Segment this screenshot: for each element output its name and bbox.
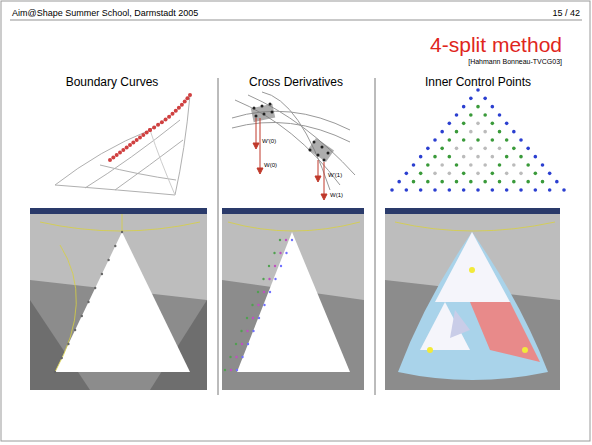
vector-label: W(1)	[330, 192, 343, 198]
column-separator	[375, 78, 376, 395]
control-point-curve	[108, 93, 192, 162]
column-heading: Boundary Curves	[66, 75, 159, 89]
header-text: Aim@Shape Summer School, Darmstadt 2005	[12, 8, 198, 18]
cross-derivative-patches	[251, 103, 334, 201]
screenshot-cross-derivatives	[222, 208, 364, 390]
boundary-curve-figure	[55, 95, 190, 195]
column-separator	[218, 78, 219, 395]
column-heading: Cross Derivatives	[249, 75, 343, 89]
vector-label: W'(0)	[262, 138, 276, 144]
header-rule	[10, 20, 582, 21]
slide-title: 4-split method	[430, 33, 562, 57]
screenshot-boundary	[30, 208, 207, 390]
vector-label: W'(1)	[328, 172, 342, 178]
cross-derivative-figure	[232, 92, 355, 190]
control-point-triangle	[390, 88, 566, 192]
column-heading: Inner Control Points	[425, 75, 531, 89]
vector-label: W(0)	[264, 162, 277, 168]
citation: [Hahmann Bonneau-TVCG03]	[468, 58, 562, 65]
screenshot-inner-points	[385, 208, 560, 390]
page-number: 15 / 42	[552, 8, 580, 18]
